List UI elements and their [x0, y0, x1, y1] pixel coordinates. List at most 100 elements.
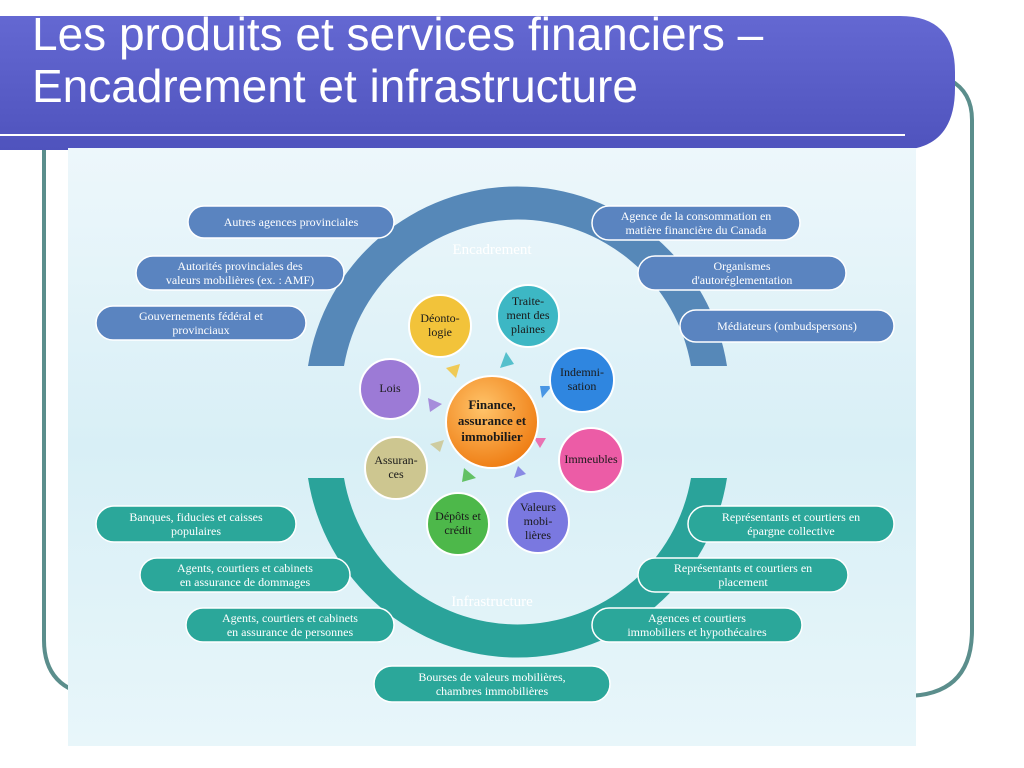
pill-banques-shape — [95, 505, 297, 543]
encadrement-label: Encadrement — [452, 242, 532, 258]
pill-bourses-shape — [373, 665, 611, 703]
circle-traitement-shape — [496, 284, 560, 348]
circle-traitement-label-line-2: ment des — [507, 308, 550, 322]
circle-valeurs-label-line-1: Valeurs — [520, 500, 556, 514]
pill-agents-personnes-label-line-2: en assurance de personnes — [227, 625, 354, 639]
pill-placement-shape — [637, 557, 849, 593]
pill-gouvernements-shape — [95, 305, 307, 341]
pill-bourses-label-line-1: Bourses de valeurs mobilières, — [418, 670, 565, 684]
arrow-valeurs — [514, 466, 526, 478]
pill-epargne-label-line-1: Représentants et courtiers en — [722, 510, 860, 524]
circle-valeurs-label-line-3: lières — [525, 528, 551, 542]
pill-acfc-shape — [591, 205, 801, 241]
pill-agents-dommages-shape — [139, 557, 351, 593]
circle-immeubles-label-line-1: Immeubles — [564, 452, 618, 466]
arrow-deontologie — [446, 364, 460, 378]
arrows — [428, 352, 552, 482]
circle-assurances-label-line-2: ces — [388, 467, 404, 481]
circle-indemnisation-label-line-2: sation — [568, 379, 597, 393]
circle-traitement-label-line-3: plaines — [511, 322, 545, 336]
slide-title: Les produits et services financiers – En… — [32, 8, 912, 112]
pill-autres-agences-shape — [187, 205, 395, 239]
circle-deontologie: Déonto-logie — [408, 294, 472, 358]
circle-traitement-label-line-1: Traite- — [512, 294, 544, 308]
circle-depots-shape — [426, 492, 490, 556]
pill-organismes-label-line-2: d'autoréglementation — [692, 273, 793, 287]
slide-title-line-1: Les produits et services financiers – — [32, 8, 764, 60]
circle-assurances-shape — [364, 436, 428, 500]
pill-agents-dommages-label-line-2: en assurance de dommages — [180, 575, 311, 589]
pill-autorites-label-line-1: Autorités provinciales des — [177, 259, 303, 273]
pill-epargne-shape — [687, 505, 895, 543]
pill-gouvernements-label-line-2: provinciaux — [172, 323, 229, 337]
pill-banques-label-line-2: populaires — [171, 524, 221, 538]
pill-agents-dommages-label-line-1: Agents, courtiers et cabinets — [177, 561, 313, 575]
center-label-1: Finance, — [468, 397, 515, 412]
arrow-indemnisation — [540, 386, 552, 398]
pill-acfc-label-line-1: Agence de la consommation en — [621, 209, 772, 223]
pill-immobiliers-label-line-2: immobiliers et hypothécaires — [627, 625, 767, 639]
pill-organismes-shape — [637, 255, 847, 291]
circle-lois-label-line-1: Lois — [379, 381, 401, 395]
pill-immobiliers-label-line-1: Agences et courtiers — [648, 611, 746, 625]
circle-indemnisation-label-line-1: Indemni- — [560, 365, 604, 379]
circle-indemnisation: Indemni-sation — [549, 347, 615, 413]
frame-outline — [42, 78, 974, 698]
pill-mediateurs-label-line-1: Médiateurs (ombudspersons) — [717, 319, 857, 333]
pill-epargne-label-line-2: épargne collective — [747, 524, 834, 538]
circle-depots-label-line-2: crédit — [444, 523, 472, 537]
circle-lois: Lois — [359, 358, 421, 420]
circle-immeubles: Immeubles — [558, 427, 624, 493]
pill-autres-agences: Autres agences provinciales — [187, 205, 395, 239]
pill-autorites-shape — [135, 255, 345, 291]
arrow-immeubles — [534, 438, 546, 448]
circle-depots-label-line-1: Dépôts et — [435, 509, 481, 523]
arrow-assurances — [430, 440, 444, 452]
pill-agents-personnes-shape — [185, 607, 395, 643]
circle-valeurs-label-line-2: mobi- — [524, 514, 553, 528]
pill-bourses: Bourses de valeurs mobilières,chambres i… — [373, 665, 611, 703]
center-label-2: assurance et — [458, 413, 527, 428]
circle-deontologie-label-line-1: Déonto- — [420, 311, 459, 325]
pill-bourses-label-line-2: chambres immobilières — [436, 684, 549, 698]
pill-agents-personnes-label-line-1: Agents, courtiers et cabinets — [222, 611, 358, 625]
circle-valeurs-shape — [506, 490, 570, 554]
circle-deontologie-label-line-2: logie — [428, 325, 452, 339]
pill-acfc-label-line-2: matière financière du Canada — [626, 223, 768, 237]
center-label-3: immobilier — [461, 429, 523, 444]
pill-organismes-label-line-1: Organismes — [713, 259, 770, 273]
pill-mediateurs: Médiateurs (ombudspersons) — [679, 309, 895, 343]
pill-placement-label-line-2: placement — [718, 575, 768, 589]
circle-immeubles-shape — [558, 427, 624, 493]
pill-autres-agences-label-line-1: Autres agences provinciales — [224, 215, 359, 229]
pill-banques-label-line-1: Banques, fiducies et caisses — [129, 510, 263, 524]
center-circle — [445, 375, 539, 469]
circle-indemnisation-shape — [549, 347, 615, 413]
title-underline — [0, 134, 905, 136]
circle-deontologie-shape — [408, 294, 472, 358]
infrastructure-label: Infrastructure — [451, 594, 533, 610]
circle-lois-shape — [359, 358, 421, 420]
pill-mediateurs-shape — [679, 309, 895, 343]
pill-placement-label-line-1: Représentants et courtiers en — [674, 561, 812, 575]
pill-autorites-label-line-2: valeurs mobilières (ex. : AMF) — [166, 273, 314, 287]
arrow-depots — [462, 468, 476, 482]
finance-diagram: Encadrement Infrastructure Déonto-logie T… — [68, 148, 916, 746]
